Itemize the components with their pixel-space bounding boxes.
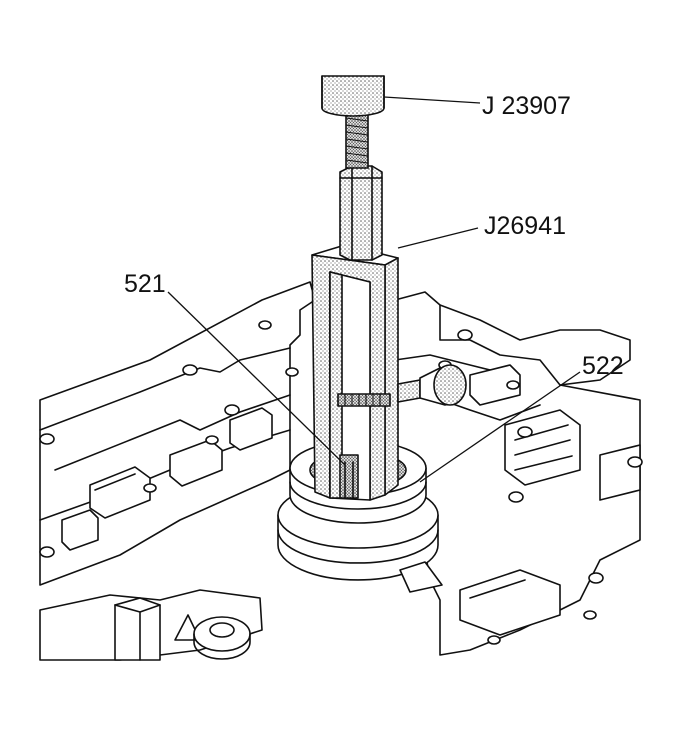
leader-lines — [167, 96, 581, 483]
leader-522 — [419, 371, 581, 483]
thread-rod — [345, 111, 369, 169]
puller-j26941 — [311, 244, 399, 501]
forcing-screw — [339, 111, 383, 261]
leader-j23907 — [383, 96, 481, 104]
leader-521 — [167, 291, 346, 466]
slide-hammer-j23907 — [321, 75, 385, 117]
callout-j23907: J 23907 — [482, 92, 571, 120]
callout-521: 521 — [124, 270, 166, 298]
cross-bolt — [337, 364, 467, 407]
leader-j26941 — [397, 227, 479, 249]
callout-j26941: J26941 — [484, 212, 566, 240]
callout-522: 522 — [582, 352, 624, 380]
